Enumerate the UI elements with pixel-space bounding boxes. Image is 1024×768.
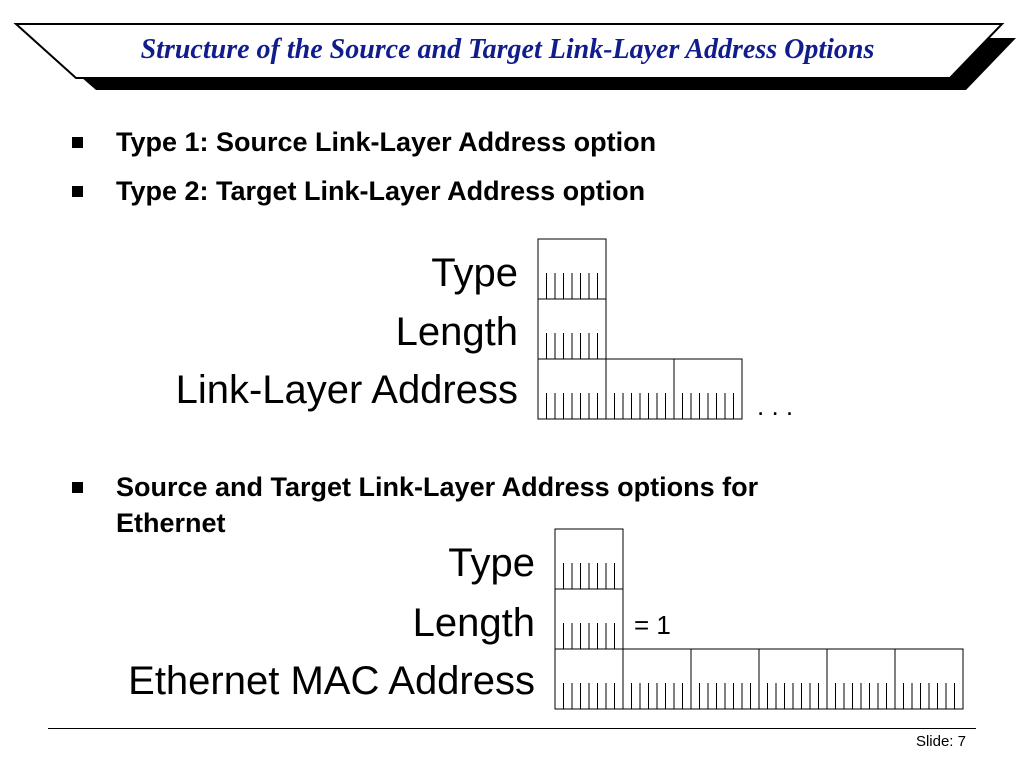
bullet-text-continued: Ethernet xyxy=(116,508,226,538)
address-octet xyxy=(758,648,828,710)
footer-divider xyxy=(48,728,976,729)
bullet-text: Source and Target Link-Layer Address opt… xyxy=(116,472,759,502)
address-octet xyxy=(673,358,743,420)
length-value-note: = 1 xyxy=(634,610,671,640)
type-field-label-ethernet: Type xyxy=(448,541,535,585)
ellipsis: . . . xyxy=(757,391,794,421)
address-octet xyxy=(894,648,964,710)
square-bullet-icon xyxy=(72,137,83,148)
slide-title: Structure of the Source and Target Link-… xyxy=(140,34,875,65)
square-bullet-icon xyxy=(72,482,83,493)
type-field-label: Type xyxy=(431,251,518,295)
length-octet xyxy=(554,588,624,650)
link-layer-option-diagram xyxy=(537,238,743,420)
link-layer-address-label: Link-Layer Address xyxy=(175,368,518,412)
address-octet xyxy=(537,358,607,420)
length-octet xyxy=(537,298,607,360)
ethernet-option-diagram xyxy=(554,528,964,710)
length-field-label-ethernet: Length xyxy=(412,601,535,645)
title-banner-frame xyxy=(13,23,1005,79)
address-octet xyxy=(554,648,624,710)
address-octet xyxy=(605,358,675,420)
type-octet xyxy=(554,528,624,590)
slide-number: Slide: 7 xyxy=(915,733,966,750)
address-octet xyxy=(622,648,692,710)
type-octet xyxy=(537,238,607,300)
address-octet xyxy=(690,648,760,710)
bullet-text: Type 2: Target Link-Layer Address option xyxy=(116,176,646,206)
bullet-text: Type 1: Source Link-Layer Address option xyxy=(116,127,657,157)
address-octet xyxy=(826,648,896,710)
length-field-label: Length xyxy=(395,310,518,354)
title-banner xyxy=(13,23,1016,90)
square-bullet-icon xyxy=(72,186,83,197)
ethernet-mac-address-label: Ethernet MAC Address xyxy=(128,659,535,703)
